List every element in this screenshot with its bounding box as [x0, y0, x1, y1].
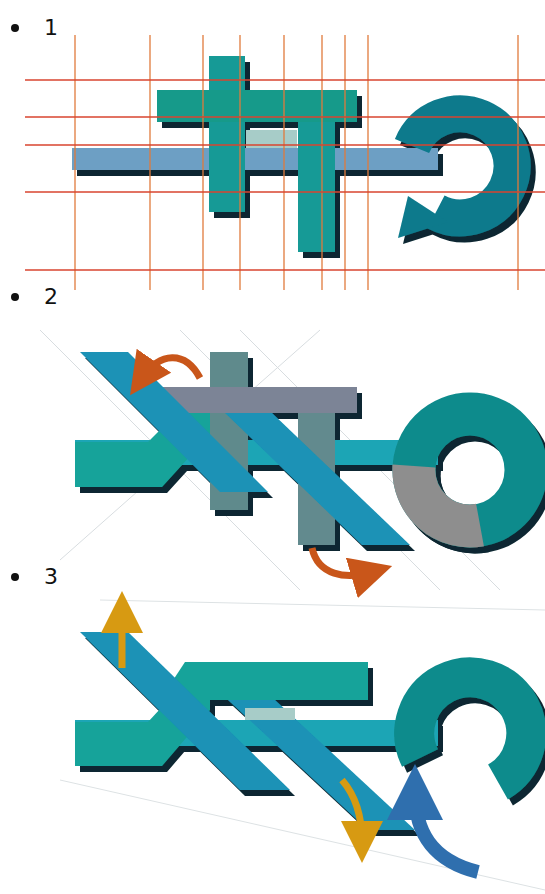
panel-one	[25, 35, 545, 290]
step-number: 2	[44, 285, 58, 309]
panel-three	[60, 600, 545, 890]
step-number: 1	[44, 16, 58, 40]
panel-two	[40, 330, 526, 590]
step-number: 3	[44, 565, 58, 589]
bullet	[11, 24, 19, 581]
